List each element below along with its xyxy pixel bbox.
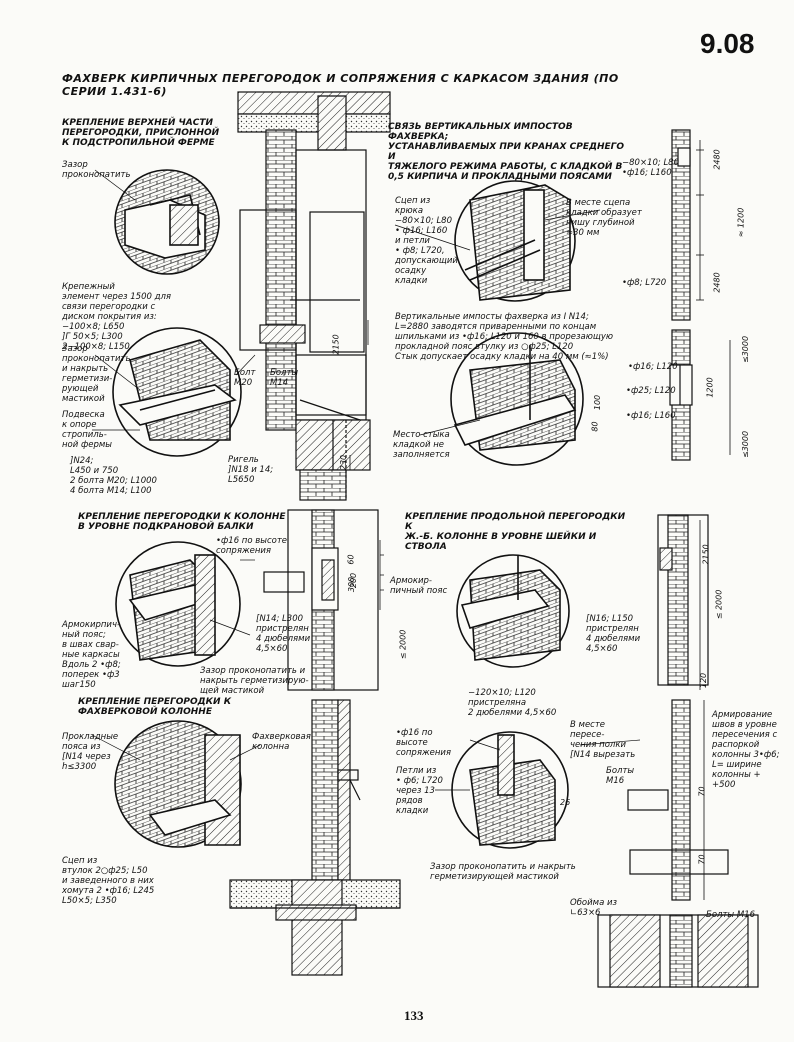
- dim-d1: 2480: [712, 149, 722, 170]
- note-joint: Место стыка кладкой не заполняется: [393, 430, 450, 460]
- dim-d17: 2150: [331, 334, 341, 355]
- note-fastener: Крепежный элемент через 1500 для связи п…: [62, 282, 172, 352]
- note-hook: Сцеп из крюка −80×10; L80 • ф16; L160 и …: [395, 196, 458, 286]
- note-clip: Обойма из ∟63×6: [570, 898, 618, 918]
- note-r4: •ф25; L120: [626, 386, 676, 396]
- note-bolt-m14: Болты M14: [270, 368, 299, 388]
- note-cut: В месте пересе- чения полки [N14 вырезат…: [570, 720, 636, 760]
- section-title-bottom-left: КРЕПЛЕНИЕ ПЕРЕГОРОДКИ К ФАХВЕРКОВОЙ КОЛО…: [78, 697, 232, 717]
- note-gap-top: Зазор проконопатить: [62, 160, 131, 180]
- note-ch16: [N16; L150 пристрелян 4 дюбелями 4,5×60: [586, 614, 641, 654]
- central-column-bottom: [229, 509, 401, 976]
- section-title-top-right: СВЯЗЬ ВЕРТИКАЛЬНЫХ ИМПОСТОВ ФАХВЕРКА; УС…: [388, 122, 625, 182]
- note-r1: −80×10; L80 •ф16; L160: [622, 158, 679, 178]
- dim-d16: 70: [697, 854, 707, 865]
- sheet-number: 9.08: [700, 28, 755, 59]
- note-bolts-m16: Болты M16: [606, 766, 635, 786]
- note-rigel: Ригель ]N18 и 14; L5650: [228, 455, 274, 485]
- page-number: 133: [404, 1008, 424, 1023]
- note-sleeve: Сцеп из втулок 2○ф25; L50 и заведенного …: [62, 856, 155, 906]
- detail-circles: [112, 169, 584, 849]
- section-title-mid-left: КРЕПЛЕНИЕ ПЕРЕГОРОДКИ К КОЛОННЕ В УРОВНЕ…: [78, 512, 286, 532]
- central-column-top: [237, 91, 391, 501]
- dim-d9: ≤ 2000: [398, 629, 408, 660]
- note-armo2: Армокир- пичный пояс: [390, 576, 448, 596]
- main-title: ФАХВЕРК КИРПИЧНЫХ ПЕРЕГОРОДОК И СОПРЯЖЕН…: [62, 72, 619, 98]
- note-strips: Прокладные пояса из [N14 через h≤3300: [62, 732, 119, 772]
- dim-d5: ≤3000: [741, 430, 751, 459]
- dim-d8: 1200: [705, 377, 715, 398]
- note-ch14: [N14; L300 пристрелян 4 дюбелями 4,5×60: [256, 614, 311, 654]
- right-elevations: [597, 129, 759, 988]
- leaders: [91, 169, 641, 791]
- note-support: Подвеска к опоре стропиль- ной фермы: [62, 410, 112, 450]
- note-plate: −120×10; L120 пристреляна 2 дюбелями 4,5…: [468, 688, 557, 718]
- note-r2: •ф8; L720: [622, 278, 667, 288]
- note-r3: •ф16; L120: [628, 362, 678, 372]
- dim-d18: 230: [339, 454, 349, 471]
- section-title-top-left: КРЕПЛЕНИЕ ВЕРХНЕЙ ЧАСТИ ПЕРЕГОРОДКИ, ПРИ…: [62, 118, 220, 148]
- dim-d15: 70: [697, 786, 707, 797]
- note-fcol: Фахверковая колонна: [252, 732, 311, 752]
- note-bolt-m20: Болт M20: [234, 368, 256, 388]
- note-bolts-m16b: Болты M16: [706, 910, 755, 920]
- dim-d12: 60: [346, 554, 356, 565]
- section-title-mid-right: КРЕПЛЕНИЕ ПРОДОЛЬНОЙ ПЕРЕГОРОДКИ К Ж.-Б.…: [405, 512, 626, 552]
- dim-d19: 26: [560, 798, 571, 807]
- dim-d4: ≤3000: [741, 335, 751, 364]
- note-beam-spec: ]N24; L450 и 750 2 болта M20; L1000 4 бо…: [70, 456, 157, 496]
- note-armo: Армокирпич- ный пояс; в швах свар- ные к…: [62, 620, 121, 690]
- note-gap-seal: Зазор проконопатить и накрыть герметизи-…: [62, 344, 131, 404]
- dim-d2: ≈ 1200: [736, 207, 746, 238]
- note-seam: В месте сцепа кладки образует нишу глуби…: [566, 198, 642, 238]
- dim-d10: ≤ 2000: [714, 589, 724, 620]
- dim-d3: 2480: [712, 272, 722, 293]
- note-gap-mastic2: Зазор проконопатить и накрыть герметизир…: [430, 862, 576, 882]
- dim-d6: 100: [593, 394, 603, 411]
- dim-d20: 300: [347, 576, 357, 593]
- note-loops: Петли из • ф6; L720 через 13 рядов кладк…: [396, 766, 443, 816]
- note-f16-height: •ф16 по высоте сопряжения: [216, 536, 288, 556]
- note-imposts: Вертикальные импосты фахверка из I N14; …: [395, 312, 614, 362]
- note-r5: •ф16; L160: [626, 411, 676, 421]
- dim-d13: 2150: [701, 544, 711, 565]
- dim-d7: 80: [590, 421, 600, 432]
- dim-d14: 120: [699, 672, 709, 689]
- note-gap-mastic: Зазор проконопатить и накрыть герметизир…: [200, 666, 309, 696]
- note-reinf: Армирование швов в уровне пересечения с …: [712, 710, 780, 790]
- note-f16-height2: •ф16 по высоте сопряжения: [396, 728, 452, 758]
